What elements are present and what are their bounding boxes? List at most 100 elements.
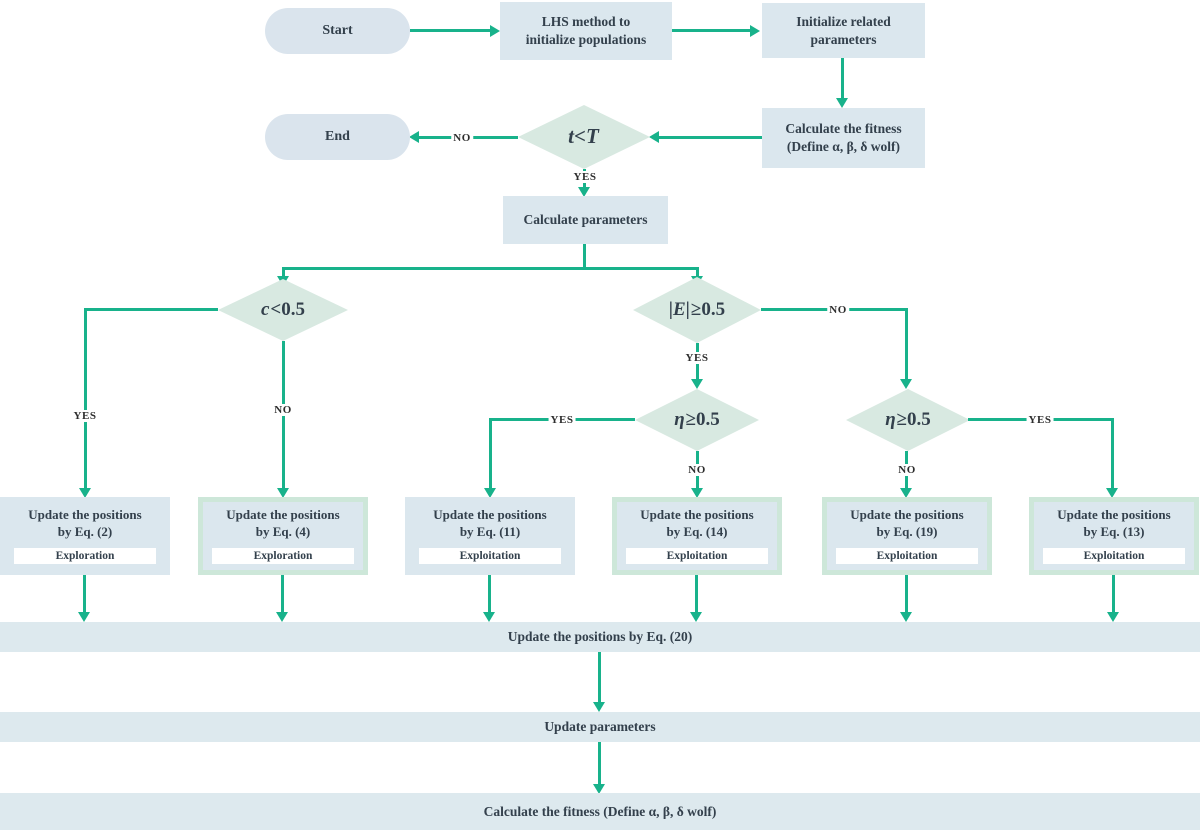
eta1-condition-var: η <box>674 408 685 430</box>
c-yes-label: YES <box>71 410 99 422</box>
update-eq20-bar: Update the positions by Eq. (20) <box>0 622 1200 652</box>
edge-e-no-vline <box>905 308 908 380</box>
calculate-fitness-box: Calculate the fitness (Define α, β, δ wo… <box>762 108 925 168</box>
eta1-no-label: NO <box>686 464 708 476</box>
c-condition-var: c <box>260 298 270 320</box>
edge-c-yes-vline <box>84 308 87 489</box>
end-terminal: End <box>265 114 410 160</box>
update-eq14-line2: by Eq. (14) <box>666 523 728 539</box>
edge-box1-bar-arrowhead-icon <box>78 612 90 622</box>
update-eq4-line1: Update the positions <box>226 507 340 522</box>
edge-c-yes-arrowhead-icon <box>79 488 91 498</box>
lhs-init-populations-box: LHS method to initialize populations <box>500 2 672 60</box>
tcond-yes-label: YES <box>571 171 599 183</box>
init-line2: parameters <box>810 31 877 47</box>
edge-box6-bar-arrowhead-icon <box>1107 612 1119 622</box>
start-terminal: Start <box>265 8 410 54</box>
edge-box4-bar-line <box>695 575 698 613</box>
calculate-fitness-bar: Calculate the fitness (Define α, β, δ wo… <box>0 793 1200 830</box>
edge-e-yes-arrowhead-icon <box>691 379 703 389</box>
end-label: End <box>325 128 350 144</box>
edge-params-split-stub <box>583 244 586 269</box>
edge-bar1-bar2-arrowhead-icon <box>593 702 605 712</box>
calculate-fitness-bar-label: Calculate the fitness (Define α, β, δ wo… <box>483 803 717 819</box>
update-eq13-line1: Update the positions <box>1057 507 1171 522</box>
edge-eta1-yes-vline <box>489 418 492 489</box>
start-label: Start <box>322 22 353 38</box>
edge-fitness-tcond-line <box>659 136 762 139</box>
update-eq2-line1: Update the positions <box>28 507 142 522</box>
edge-box3-bar-line <box>488 575 491 613</box>
eta2-yes-label: YES <box>1026 414 1054 426</box>
edge-box2-bar-arrowhead-icon <box>276 612 288 622</box>
edge-init-fitness-line <box>841 58 844 99</box>
edge-e-no-arrowhead-icon <box>900 379 912 389</box>
edge-box1-bar-line <box>83 575 86 613</box>
edge-eta1-no-arrowhead-icon <box>691 488 703 498</box>
update-eq4-tag: Exploration <box>212 548 354 564</box>
edge-eta2-no-arrowhead-icon <box>900 488 912 498</box>
eta1-condition-diamond: η≥0.5 <box>635 389 759 451</box>
eta1-yes-label: YES <box>548 414 576 426</box>
t-condition-var: t<T <box>568 124 599 149</box>
edge-params-split-line <box>282 267 699 270</box>
edge-eta2-yes-arrowhead-icon <box>1106 488 1118 498</box>
edge-split-e-line <box>696 269 699 277</box>
eta2-no-label: NO <box>896 464 918 476</box>
eta1-condition-rest: ≥0.5 <box>685 408 720 430</box>
update-eq11-line2: by Eq. (11) <box>459 523 521 539</box>
c-no-label: NO <box>272 404 294 416</box>
update-eq20-label: Update the positions by Eq. (20) <box>507 629 693 644</box>
e-no-label: NO <box>827 304 849 316</box>
edge-start-lhs-arrowhead-icon <box>490 25 500 37</box>
edge-box4-bar-arrowhead-icon <box>690 612 702 622</box>
edge-bar2-bar3-line <box>598 742 601 785</box>
e-condition-var: |E| <box>668 298 690 320</box>
update-eq11-line1: Update the positions <box>433 507 547 522</box>
e-condition-diamond: |E|≥0.5 <box>633 277 761 343</box>
eta2-condition-diamond: η≥0.5 <box>846 389 970 451</box>
update-eq2-tag: Exploration <box>14 548 156 564</box>
update-eq19-line1: Update the positions <box>850 507 964 522</box>
update-eq19-line2: by Eq. (19) <box>876 523 938 539</box>
lhs-line1: LHS method to <box>541 14 631 30</box>
update-eq14-tag: Exploitation <box>626 548 768 564</box>
e-condition-rest: ≥0.5 <box>690 298 726 320</box>
edge-bar2-bar3-arrowhead-icon <box>593 784 605 794</box>
update-eq14-line1: Update the positions <box>640 507 754 522</box>
edge-tcond-end-arrowhead-icon <box>409 131 419 143</box>
update-eq19-tag: Exploitation <box>836 548 978 564</box>
fitness-line2: (Define α, β, δ wolf) <box>786 139 901 154</box>
t-condition-diamond: t<T <box>518 105 650 169</box>
edge-split-c-line <box>282 269 285 277</box>
edge-box2-bar-line <box>281 575 284 613</box>
edge-eta2-yes-vline <box>1111 418 1114 489</box>
calculate-parameters-box: Calculate parameters <box>503 196 668 244</box>
edge-lhs-init-arrowhead-icon <box>750 25 760 37</box>
edge-box3-bar-arrowhead-icon <box>483 612 495 622</box>
edge-lhs-init-line <box>672 29 752 32</box>
eta2-condition-var: η <box>885 408 896 430</box>
edge-start-lhs-line <box>410 29 492 32</box>
edge-box5-bar-line <box>905 575 908 613</box>
edge-eta1-yes-arrowhead-icon <box>484 488 496 498</box>
edge-init-fitness-arrowhead-icon <box>836 98 848 108</box>
lhs-line2: initialize populations <box>525 32 647 47</box>
fitness-line1: Calculate the fitness <box>785 121 902 137</box>
tcond-no-label: NO <box>451 132 473 144</box>
eta2-condition-rest: ≥0.5 <box>896 408 931 430</box>
edge-c-yes-hline <box>84 308 218 311</box>
edge-c-no-arrowhead-icon <box>277 488 289 498</box>
calc-params-label: Calculate parameters <box>523 212 648 228</box>
update-eq4-line2: by Eq. (4) <box>255 523 311 539</box>
update-eq13-tag: Exploitation <box>1043 548 1185 564</box>
